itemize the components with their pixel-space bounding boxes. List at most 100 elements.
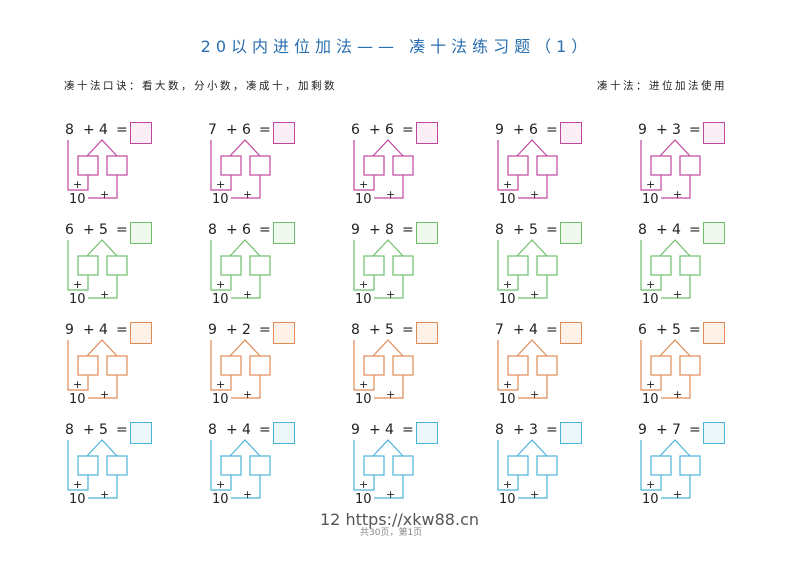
answer-box[interactable] (560, 222, 582, 244)
answer-box[interactable] (416, 322, 438, 344)
plus-sign: + (386, 388, 396, 401)
answer-box[interactable] (273, 322, 295, 344)
addend-b: 2 (242, 322, 251, 338)
answer-box[interactable] (273, 222, 295, 244)
split-box-left[interactable] (507, 355, 529, 376)
split-box-left[interactable] (363, 155, 385, 176)
split-box-right[interactable] (392, 455, 414, 476)
split-box-right[interactable] (249, 155, 271, 176)
split-box-right[interactable] (249, 255, 271, 276)
addend-a: 9 (65, 322, 74, 338)
split-box-right[interactable] (679, 155, 701, 176)
split-box-right[interactable] (106, 155, 128, 176)
split-box-left[interactable] (220, 355, 242, 376)
answer-box[interactable] (416, 222, 438, 244)
plus-sign: + (216, 178, 226, 191)
exercise-item: 9+6=+10+ (490, 118, 600, 218)
plus-sign: + (100, 488, 110, 501)
plus-sign: + (216, 478, 226, 491)
split-box-left[interactable] (220, 255, 242, 276)
split-box-left[interactable] (77, 355, 99, 376)
addend-a: 8 (65, 122, 74, 138)
split-box-right[interactable] (106, 455, 128, 476)
plus-sign: + (656, 322, 668, 338)
make-ten-diagram (353, 139, 414, 199)
equals-sign: = (689, 122, 701, 138)
split-box-left[interactable] (220, 155, 242, 176)
split-box-left[interactable] (220, 455, 242, 476)
plus-sign: + (243, 488, 253, 501)
split-box-left[interactable] (77, 455, 99, 476)
split-box-right[interactable] (679, 255, 701, 276)
answer-box[interactable] (130, 322, 152, 344)
make-ten-diagram (210, 339, 271, 399)
split-box-right[interactable] (536, 255, 558, 276)
split-box-right[interactable] (392, 255, 414, 276)
plus-sign: + (216, 378, 226, 391)
answer-box[interactable] (560, 122, 582, 144)
plus-sign: + (359, 378, 369, 391)
split-box-right[interactable] (679, 455, 701, 476)
split-box-left[interactable] (507, 455, 529, 476)
answer-box[interactable] (130, 222, 152, 244)
split-box-left[interactable] (363, 455, 385, 476)
equals-sign: = (116, 222, 128, 238)
equals-sign: = (546, 222, 558, 238)
split-box-right[interactable] (249, 355, 271, 376)
answer-box[interactable] (416, 122, 438, 144)
addend-a: 7 (208, 122, 217, 138)
make-ten-diagram (497, 439, 558, 499)
answer-box[interactable] (416, 422, 438, 444)
addend-b: 6 (242, 122, 251, 138)
split-box-left[interactable] (650, 455, 672, 476)
answer-box[interactable] (703, 322, 725, 344)
split-box-left[interactable] (650, 355, 672, 376)
split-box-right[interactable] (249, 455, 271, 476)
plus-sign: + (646, 278, 656, 291)
equals-sign: = (402, 222, 414, 238)
answer-box[interactable] (703, 222, 725, 244)
answer-box[interactable] (560, 322, 582, 344)
ten-label: 10 (355, 292, 372, 307)
watermark-link[interactable]: 12 https://xkw88.cn (320, 510, 479, 529)
split-box-left[interactable] (363, 255, 385, 276)
equals-sign: = (259, 122, 271, 138)
plus-sign: + (243, 288, 253, 301)
split-box-left[interactable] (650, 255, 672, 276)
addend-a: 7 (495, 322, 504, 338)
split-box-right[interactable] (106, 255, 128, 276)
answer-box[interactable] (703, 122, 725, 144)
split-box-left[interactable] (77, 155, 99, 176)
plus-sign: + (530, 388, 540, 401)
split-box-left[interactable] (507, 255, 529, 276)
split-box-right[interactable] (679, 355, 701, 376)
answer-box[interactable] (130, 122, 152, 144)
addend-b: 5 (385, 322, 394, 338)
plus-sign: + (530, 488, 540, 501)
addend-b: 4 (242, 422, 251, 438)
plus-sign: + (100, 388, 110, 401)
equals-sign: = (689, 422, 701, 438)
split-box-left[interactable] (650, 155, 672, 176)
split-box-right[interactable] (392, 155, 414, 176)
ten-label: 10 (642, 192, 659, 207)
answer-box[interactable] (703, 422, 725, 444)
split-box-right[interactable] (106, 355, 128, 376)
plus-sign: + (673, 388, 683, 401)
split-box-left[interactable] (363, 355, 385, 376)
split-box-left[interactable] (507, 155, 529, 176)
answer-box[interactable] (130, 422, 152, 444)
plus-sign: + (503, 478, 513, 491)
equals-sign: = (116, 422, 128, 438)
split-box-right[interactable] (392, 355, 414, 376)
plus-sign: + (359, 478, 369, 491)
answer-box[interactable] (560, 422, 582, 444)
split-box-right[interactable] (536, 455, 558, 476)
split-box-right[interactable] (536, 355, 558, 376)
addend-a: 8 (351, 322, 360, 338)
answer-box[interactable] (273, 422, 295, 444)
plus-sign: + (369, 422, 381, 438)
answer-box[interactable] (273, 122, 295, 144)
split-box-right[interactable] (536, 155, 558, 176)
split-box-left[interactable] (77, 255, 99, 276)
